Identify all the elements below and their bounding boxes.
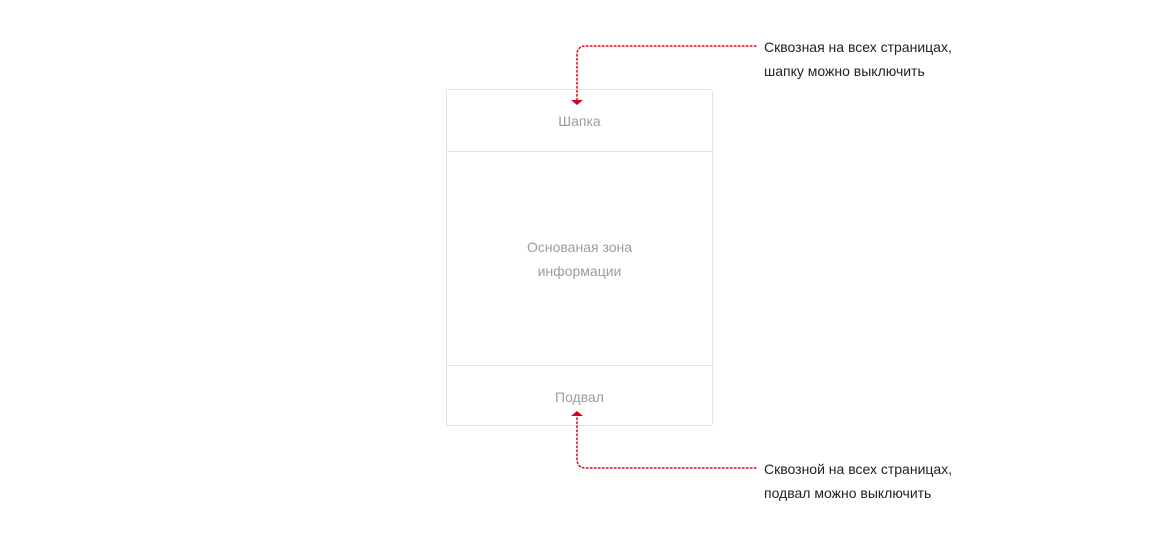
main-zone-label: Основаная зона информации xyxy=(526,238,633,279)
layout-diagram: Шапка Основаная зона информации Подвал xyxy=(446,89,713,426)
footer-arrow-icon xyxy=(571,411,583,416)
footer-annotation: Сквозной на всех страницах, подвал можно… xyxy=(764,461,953,501)
footer-zone-label: Подвал xyxy=(555,388,604,405)
header-arrow-icon xyxy=(571,100,583,105)
header-connector-line xyxy=(576,45,757,101)
header-zone-label: Шапка xyxy=(558,112,601,129)
main-zone: Основаная зона информации xyxy=(447,152,712,365)
header-annotation: Сквозная на всех страницах, шапку можно … xyxy=(764,39,952,79)
footer-zone: Подвал xyxy=(447,365,712,427)
footer-connector-line xyxy=(576,415,757,469)
header-zone: Шапка xyxy=(447,90,712,152)
